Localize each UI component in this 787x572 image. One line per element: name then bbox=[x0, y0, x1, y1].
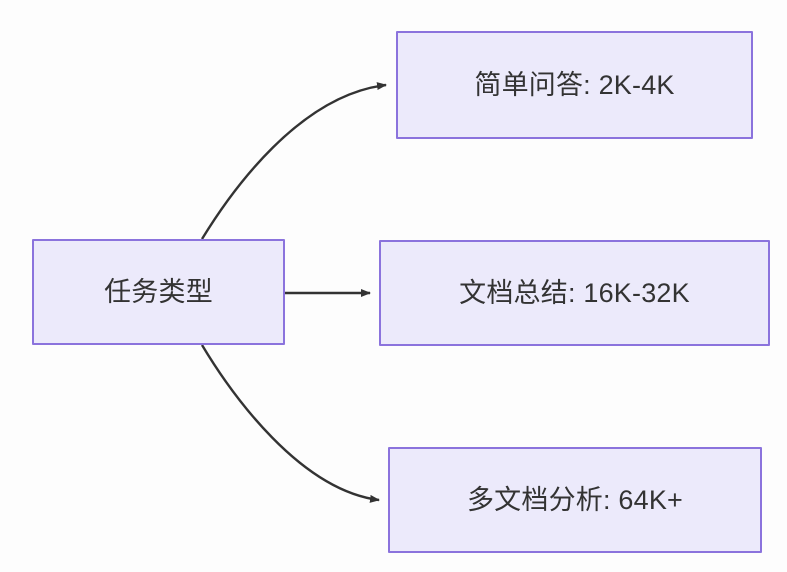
edge-root-to-multi-doc bbox=[200, 344, 380, 503]
edge-root-to-simple-qa bbox=[200, 82, 387, 240]
node-simple-qa-label: 简单问答: 2K-4K bbox=[474, 69, 675, 100]
node-simple-qa[interactable]: 简单问答: 2K-4K bbox=[396, 31, 753, 139]
node-task-type[interactable]: 任务类型 bbox=[32, 239, 285, 345]
node-doc-summary[interactable]: 文档总结: 16K-32K bbox=[379, 240, 770, 346]
node-doc-summary-label: 文档总结: 16K-32K bbox=[459, 277, 690, 308]
node-task-type-label: 任务类型 bbox=[104, 276, 213, 307]
node-multi-doc-label: 多文档分析: 64K+ bbox=[466, 484, 683, 515]
node-multi-doc[interactable]: 多文档分析: 64K+ bbox=[388, 447, 762, 553]
